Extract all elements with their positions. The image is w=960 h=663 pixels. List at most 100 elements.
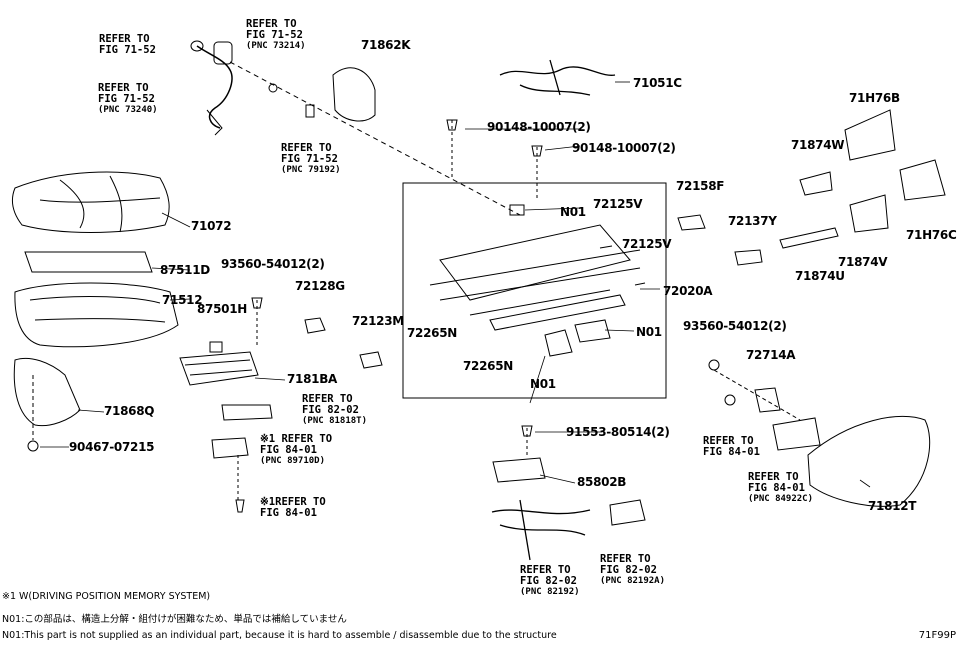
refer-pnc: (PNC 82192A)	[600, 576, 666, 586]
refer-fig-82-02-c: REFER TO FIG 82-02 (PNC 82192A)	[600, 554, 665, 587]
refer-line1: REFER TO	[302, 393, 353, 405]
label-71H76C: 71H76C	[906, 228, 957, 242]
clip-79192	[305, 104, 315, 118]
refer-line1: REFER TO	[520, 564, 571, 576]
refer-line1: REFER TO	[748, 471, 799, 483]
refer-line2: FIG 82-02	[600, 564, 657, 576]
refer-fig-84-01-d: REFER TO FIG 84-01 (PNC 84922C)	[748, 472, 813, 505]
refer-pnc: (PNC 73214)	[246, 41, 306, 51]
refer-fig-71-52-c: REFER TO FIG 71-52 (PNC 73240)	[98, 83, 158, 116]
refer-line1: REFER TO	[246, 18, 297, 30]
label-72128G: 72128G	[295, 279, 345, 293]
bolt-90148-b	[531, 145, 543, 157]
refer-fig-71-52-d: REFER TO FIG 71-52 (PNC 79192)	[281, 143, 341, 176]
bolt-90148-a	[446, 119, 458, 131]
label-71868Q: 71868Q	[104, 404, 155, 418]
clip-90467	[27, 440, 39, 452]
ecu-89710D	[211, 437, 249, 459]
cover-71862K	[332, 67, 376, 122]
label-72714A: 72714A	[746, 348, 796, 362]
bracket-72714A	[754, 387, 781, 413]
refer-line2: FIG 82-02	[302, 404, 359, 416]
label-71862K: 71862K	[361, 38, 411, 52]
label-71874U: 71874U	[795, 269, 845, 283]
refer-pnc: (PNC 89710D)	[260, 456, 326, 466]
connector-82192A	[609, 499, 646, 526]
harness-71051C	[499, 59, 616, 96]
footnote-n01-japanese: N01:この部品は、構造上分解・組付けが困難なため、単品では補給していません	[2, 614, 347, 625]
footnote-memory-system: ※1 W(DRIVING POSITION MEMORY SYSTEM)	[2, 591, 211, 602]
label-N01-c: N01	[530, 377, 556, 391]
cushion-frame-71512	[14, 282, 179, 348]
refer-fig-71-52-b: REFER TO FIG 71-52 (PNC 73214)	[246, 19, 306, 52]
part-71H76B	[844, 109, 896, 161]
bolt-93560-left	[251, 297, 263, 309]
label-71512: 71512	[162, 293, 203, 307]
refer-line1: ※1 REFER TO	[260, 433, 333, 445]
refer-line2: FIG 82-02	[520, 575, 577, 587]
refer-pnc: (PNC 82192)	[520, 587, 580, 597]
seat-frame-72020A	[429, 204, 646, 357]
refer-line2: FIG 71-52	[281, 153, 338, 165]
part-72137Y	[734, 249, 763, 266]
label-71812T: 71812T	[868, 499, 917, 513]
refer-line1: REFER TO	[600, 553, 651, 565]
assembly-frame	[402, 182, 667, 399]
refer-line1: REFER TO	[703, 435, 754, 447]
label-91553: 91553-80514(2)	[566, 425, 670, 439]
refer-fig-84-01-a: ※1 REFER TO FIG 84-01 (PNC 89710D)	[260, 434, 332, 467]
cushion-pad-71072	[11, 171, 170, 233]
side-shield-71812T	[807, 415, 931, 507]
label-93560-right: 93560-54012(2)	[683, 319, 787, 333]
refer-line1: REFER TO	[98, 82, 149, 94]
bolt-93560-right	[708, 359, 720, 371]
refer-line2: FIG 84-01	[703, 446, 760, 458]
refer-fig-82-02-a: REFER TO FIG 82-02 (PNC 81818T)	[302, 394, 367, 427]
sensor-7181BA	[179, 341, 259, 386]
refer-pnc: (PNC 81818T)	[302, 416, 368, 426]
label-N01-b: N01	[636, 325, 662, 339]
label-71072: 71072	[191, 219, 232, 233]
part-71874V	[849, 194, 889, 233]
label-87511D: 87511D	[160, 263, 210, 277]
connector-81818T	[221, 404, 273, 421]
label-71874W: 71874W	[791, 138, 845, 152]
bolt-84-01	[235, 499, 245, 513]
bolt-91553	[521, 425, 533, 437]
label-87501H: 87501H	[197, 302, 247, 316]
figure-code: 71F99P	[918, 630, 956, 641]
label-72125V-b: 72125V	[622, 237, 672, 251]
refer-line2: FIG 71-52	[99, 44, 156, 56]
clip-72128G	[304, 317, 326, 334]
label-72158F: 72158F	[676, 179, 725, 193]
heater-87511D	[24, 251, 153, 273]
label-93560-left: 93560-54012(2)	[221, 257, 325, 271]
part-71874W	[799, 171, 833, 196]
refer-line2: FIG 71-52	[246, 29, 303, 41]
motor-85802B	[492, 457, 546, 483]
refer-line2: FIG 84-01	[260, 507, 317, 519]
side-cover-71868Q	[13, 357, 81, 427]
refer-pnc: (PNC 79192)	[281, 165, 341, 175]
label-72125V-a: 72125V	[593, 197, 643, 211]
refer-fig-84-01-c: REFER TO FIG 84-01	[703, 436, 760, 458]
label-85802B: 85802B	[577, 475, 627, 489]
refer-line2: FIG 84-01	[260, 444, 317, 456]
refer-fig-82-02-b: REFER TO FIG 82-02 (PNC 82192)	[520, 565, 580, 598]
dashed-leader	[229, 61, 521, 216]
label-71H76B: 71H76B	[849, 91, 900, 105]
label-72020A: 72020A	[663, 284, 713, 298]
label-90467: 90467-07215	[69, 440, 155, 454]
footnote-n01-english: N01:This part is not supplied as an indi…	[2, 630, 557, 641]
part-72158F	[677, 214, 706, 231]
refer-pnc: (PNC 84922C)	[748, 494, 814, 504]
label-7181BA: 7181BA	[287, 372, 338, 386]
refer-line2: FIG 84-01	[748, 482, 805, 494]
clip-72123M	[359, 351, 383, 369]
refer-line1: ※1REFER TO	[260, 496, 326, 508]
refer-line1: REFER TO	[99, 33, 150, 45]
part-71H76C	[899, 159, 946, 201]
label-N01-a: N01	[560, 205, 586, 219]
